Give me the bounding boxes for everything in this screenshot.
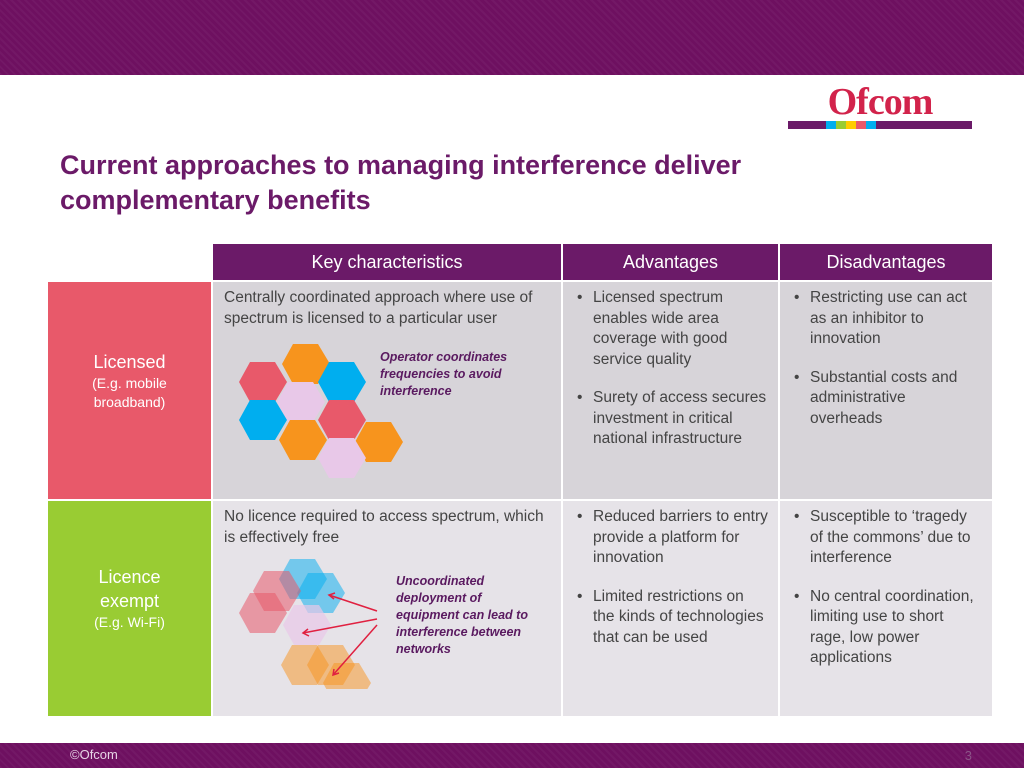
licensed-advantages-list: Licensed spectrum enables wide area cove… — [574, 288, 768, 450]
licensed-note: Operator coordinates frequencies to avoi… — [380, 350, 508, 398]
list-item: Reduced barriers to entry provide a plat… — [574, 507, 768, 569]
licensed-disadvantages-cell: Restricting use can act as an inhibitor … — [780, 282, 992, 499]
licence-exempt-disadvantages-list: Susceptible to ‘tragedy of the commons’ … — [791, 507, 982, 669]
list-item: Licensed spectrum enables wide area cove… — [574, 288, 768, 370]
header-key-characteristics: Key characteristics — [213, 244, 561, 280]
header-disadvantages: Disadvantages — [780, 244, 992, 280]
row-label-licensed: Licensed (E.g. mobile broadband) — [48, 282, 211, 499]
list-item: Limited restrictions on the kinds of tec… — [574, 587, 768, 649]
list-item: Substantial costs and administrative ove… — [791, 368, 982, 430]
logo-color-stripe-icon — [788, 121, 972, 129]
licensed-disadvantages-list: Restricting use can act as an inhibitor … — [791, 288, 982, 429]
licence-exempt-advantages-list: Reduced barriers to entry provide a plat… — [574, 507, 768, 648]
hexagon-cluster-overlapping-icon — [239, 559, 378, 689]
list-item: Surety of access secures investment in c… — [574, 388, 768, 450]
hexagon-cluster-coordinated-icon — [239, 344, 403, 478]
characteristics-text: Centrally coordinated approach where use… — [224, 289, 533, 327]
row-label-sub: (E.g. mobile broadband) — [92, 374, 167, 410]
row-label-main: Licence exempt — [98, 567, 161, 611]
characteristics-text: No licence required to access spectrum, … — [224, 508, 544, 546]
list-item: Restricting use can act as an inhibitor … — [791, 288, 982, 350]
row-label-sub: (E.g. Wi-Fi) — [94, 614, 165, 630]
licence-exempt-disadvantages-cell: Susceptible to ‘tragedy of the commons’ … — [780, 501, 992, 716]
licence-exempt-characteristics-cell: No licence required to access spectrum, … — [213, 501, 561, 716]
list-item: No central coordination, limiting use to… — [791, 587, 982, 669]
footer-bar: ©Ofcom 3 — [0, 743, 1024, 768]
row-label-licence-exempt: Licence exempt (E.g. Wi-Fi) — [48, 501, 211, 716]
comparison-table: Key characteristics Advantages Disadvant… — [48, 244, 992, 718]
list-item: Susceptible to ‘tragedy of the commons’ … — [791, 507, 982, 569]
licence-exempt-note: Uncoordinated deployment of equipment ca… — [396, 574, 528, 656]
ofcom-logo: Ofcom — [786, 81, 974, 132]
licensed-characteristics-cell: Centrally coordinated approach where use… — [213, 282, 561, 499]
licensed-advantages-cell: Licensed spectrum enables wide area cove… — [563, 282, 778, 499]
licence-exempt-advantages-cell: Reduced barriers to entry provide a plat… — [563, 501, 778, 716]
top-banner — [0, 0, 1024, 75]
page-number: 3 — [964, 748, 972, 763]
slide-title: Current approaches to managing interfere… — [60, 150, 742, 215]
copyright-text: ©Ofcom — [70, 747, 118, 762]
logo-text: Ofcom — [827, 81, 934, 123]
header-advantages: Advantages — [563, 244, 778, 280]
row-label-main: Licensed — [93, 351, 166, 372]
